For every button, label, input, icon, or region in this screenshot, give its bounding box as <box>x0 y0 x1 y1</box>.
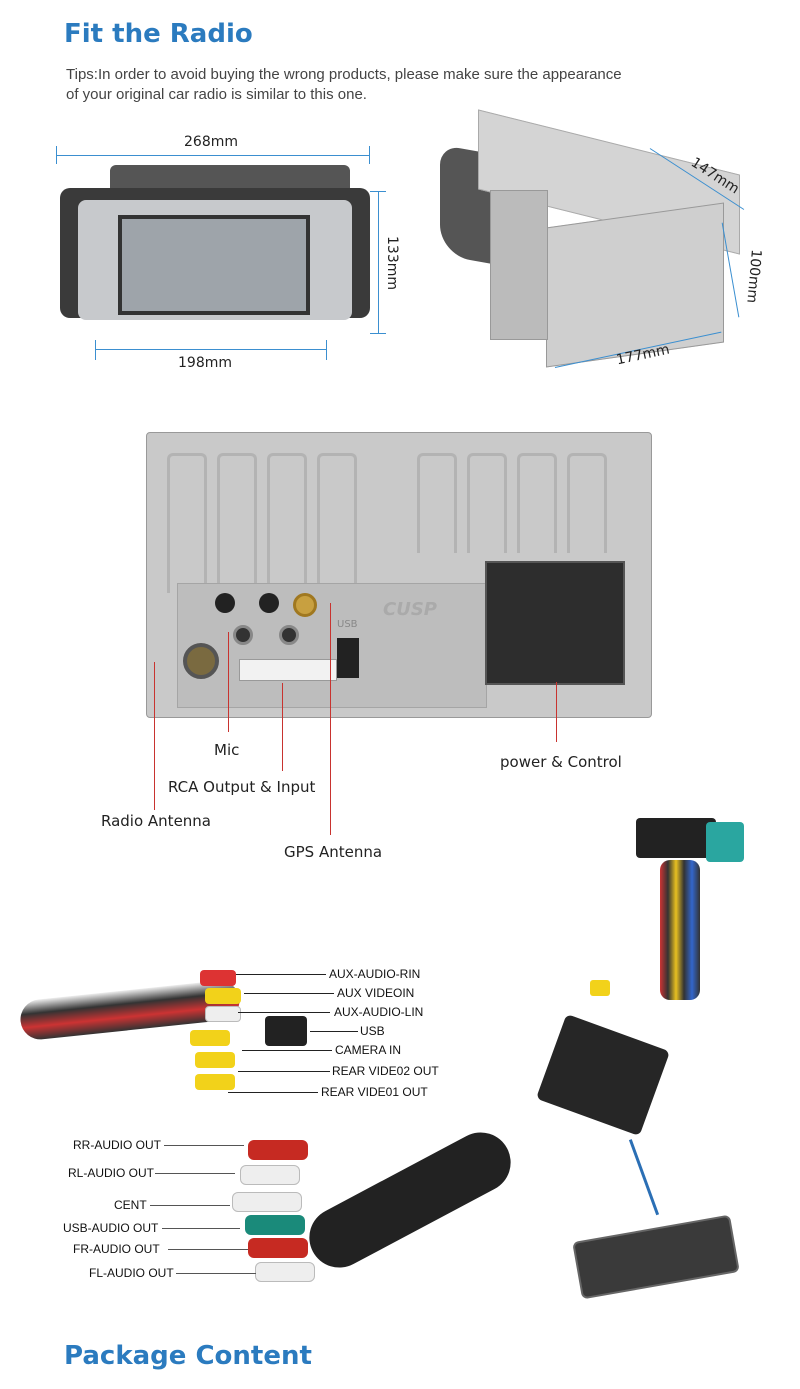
tips-line-2: of your original car radio is similar to… <box>66 86 367 103</box>
label-power-control: power & Control <box>500 753 622 771</box>
harness-label-rear-video1-out: REAR VIDE01 OUT <box>321 1085 428 1099</box>
label-radio-antenna: Radio Antenna <box>101 812 212 830</box>
harness-label-rear-video2-out: REAR VIDE02 OUT <box>332 1064 439 1078</box>
front-width-label: 268mm <box>184 134 238 150</box>
power-connector <box>485 561 625 685</box>
label-gps-antenna: GPS Antenna <box>284 843 383 861</box>
harness-label-aux-audio-lin: AUX-AUDIO-LIN <box>334 1005 424 1019</box>
section-title-package-content: Package Content <box>64 1341 312 1371</box>
section-title-fit-radio: Fit the Radio <box>64 19 253 49</box>
label-rca: RCA Output & Input <box>168 778 316 796</box>
iso-connector <box>572 1214 740 1300</box>
side-height-label: 100mm <box>743 248 764 304</box>
radio-antenna-jack <box>183 643 219 679</box>
rca-connectors <box>239 659 337 681</box>
harness-label-cent: CENT <box>114 1198 147 1212</box>
front-height-label: 133mm <box>384 236 400 290</box>
harness-label-usb-audio-out: USB-AUDIO OUT <box>63 1221 159 1235</box>
label-mic: Mic <box>214 741 240 759</box>
harness-label-fr-audio-out: FR-AUDIO OUT <box>73 1242 160 1256</box>
front-bottom-width-label: 198mm <box>178 355 232 371</box>
tips-line-1: Tips:In order to avoid buying the wrong … <box>66 66 622 83</box>
cusp-logo: CUSP <box>383 599 437 620</box>
back-panel: USB CUSP <box>146 432 652 718</box>
gps-antenna-jack <box>293 593 317 617</box>
harness-label-usb: USB <box>360 1024 385 1038</box>
usb-label: USB <box>337 619 358 630</box>
harness-label-aux-audio-rin: AUX-AUDIO-RIN <box>329 967 421 981</box>
harness-label-rl-audio-out: RL-AUDIO OUT <box>68 1166 155 1180</box>
harness-label-aux-videoin: AUX VIDEOIN <box>337 986 415 1000</box>
harness-label-fl-audio-out: FL-AUDIO OUT <box>89 1266 174 1280</box>
mic-jack <box>233 625 253 645</box>
harness-label-rr-audio-out: RR-AUDIO OUT <box>73 1138 161 1152</box>
harness-label-camera-in: CAMERA IN <box>335 1043 402 1057</box>
